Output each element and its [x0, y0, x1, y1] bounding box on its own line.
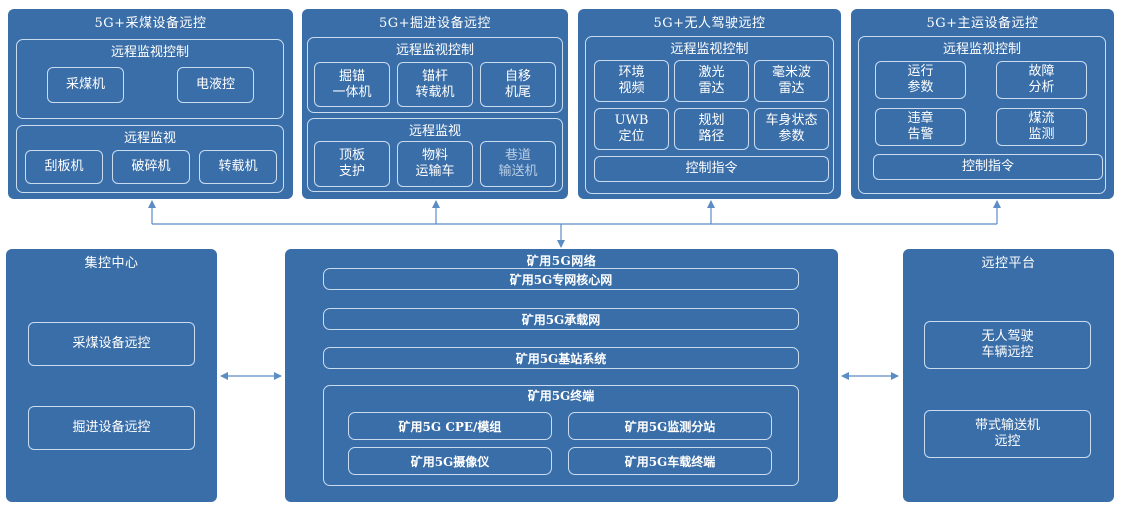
roadway-conveyor-box: 巷道 输送机: [480, 141, 556, 187]
panel-title: 集控中心: [84, 256, 139, 271]
panel-title: 5G+主运设备远控: [926, 16, 1039, 31]
remote-monitor-control-section: 远程监视控制 环境 视频 激光 雷达 毫米波 雷达 UWB 定位 规划 路径 车…: [585, 36, 834, 194]
violation-alarm-box: 违章 告警: [875, 108, 966, 146]
section-title: 远程监视: [123, 131, 176, 146]
remote-monitor-control-section: 远程监视控制 采煤机 电液控: [16, 39, 284, 119]
tunneling-remote-panel: 5G+掘进设备远控 远程监视控制 掘锚 一体机 锚杆 转载机 自移 机尾 远程监…: [302, 9, 568, 199]
remote-monitor-section: 远程监视 顶板 支护 物料 运输车 巷道 输送机: [307, 118, 563, 192]
panel-title: 5G+无人驾驶远控: [653, 16, 766, 31]
remote-monitor-control-section: 远程监视控制 掘锚 一体机 锚杆 转载机 自移 机尾: [307, 37, 563, 113]
coal-flow-monitor-box: 煤流 监测: [996, 108, 1087, 146]
section-title: 远程监视控制: [395, 43, 474, 58]
panel-title: 矿用5G网络: [526, 254, 597, 268]
main-transport-remote-panel: 5G+主运设备远控 远程监视控制 运行 参数 故障 分析 违章 告警 煤流 监测…: [851, 9, 1114, 199]
base-station-bar: 矿用5G基站系统: [323, 347, 799, 369]
env-video-box: 环境 视频: [594, 60, 669, 102]
fault-analysis-box: 故障 分析: [996, 61, 1087, 99]
roof-support-box: 顶板 支护: [314, 141, 390, 187]
panel-title: 5G+采煤设备远控: [94, 16, 207, 31]
remote-platform-panel: 远控平台 无人驾驶 车辆远控 带式输送机 远控: [903, 249, 1114, 502]
section-title: 远程监视: [408, 124, 461, 139]
control-command-bar: 控制指令: [873, 154, 1103, 180]
section-title: 远程监视控制: [670, 42, 749, 57]
coal-mining-remote-panel: 5G+采煤设备远控 远程监视控制 采煤机 电液控 远程监视 刮板机 破碎机 转载…: [8, 9, 293, 199]
bolter-miner-box: 掘锚 一体机: [314, 62, 390, 107]
panel-title: 5G+掘进设备远控: [378, 16, 492, 31]
material-transport-box: 物料 运输车: [397, 141, 473, 187]
operation-params-box: 运行 参数: [875, 61, 966, 99]
control-command-bar: 控制指令: [594, 156, 829, 182]
remote-monitor-section: 远程监视 刮板机 破碎机 转载机: [16, 125, 284, 193]
uwb-positioning-box: UWB 定位: [594, 108, 669, 150]
scraper-conveyor-box: 刮板机: [25, 150, 103, 184]
tunneling-remote-box: 掘进设备远控: [28, 406, 195, 450]
monitor-substation-box: 矿用5G监测分站: [568, 412, 772, 440]
bolt-transfer-box: 锚杆 转载机: [397, 62, 473, 107]
hydraulic-control-box: 电液控: [177, 67, 254, 103]
section-title: 矿用5G终端: [527, 389, 595, 403]
vehicle-status-box: 车身状态 参数: [754, 108, 829, 150]
crusher-box: 破碎机: [112, 150, 190, 184]
mine-5g-network-panel: 矿用5G网络 矿用5G专网核心网 矿用5G承载网 矿用5G基站系统 矿用5G终端…: [285, 249, 838, 502]
coal-mining-remote-box: 采煤设备远控: [28, 322, 195, 366]
driverless-remote-panel: 5G+无人驾驶远控 远程监视控制 环境 视频 激光 雷达 毫米波 雷达 UWB …: [578, 9, 841, 199]
path-planning-box: 规划 路径: [674, 108, 749, 150]
control-center-panel: 集控中心 采煤设备远控 掘进设备远控: [6, 249, 217, 502]
bearer-network-bar: 矿用5G承载网: [323, 308, 799, 330]
remote-monitor-control-section: 远程监视控制 运行 参数 故障 分析 违章 告警 煤流 监测 控制指令: [858, 36, 1106, 194]
mmwave-radar-box: 毫米波 雷达: [754, 60, 829, 102]
lidar-box: 激光 雷达: [674, 60, 749, 102]
self-moving-tail-box: 自移 机尾: [480, 62, 556, 107]
panel-title: 远控平台: [981, 256, 1036, 271]
transfer-machine-box: 转载机: [199, 150, 277, 184]
driverless-vehicle-remote-box: 无人驾驶 车辆远控: [924, 321, 1091, 369]
section-title: 远程监视控制: [110, 45, 189, 60]
cpe-module-box: 矿用5G CPE/模组: [348, 412, 552, 440]
camera-box: 矿用5G摄像仪: [348, 447, 552, 475]
section-title: 远程监视控制: [942, 42, 1021, 57]
core-network-bar: 矿用5G专网核心网: [323, 268, 799, 290]
shearer-box: 采煤机: [47, 67, 124, 103]
terminal-section: 矿用5G终端 矿用5G CPE/模组 矿用5G监测分站 矿用5G摄像仪 矿用5G…: [323, 385, 799, 486]
vehicle-terminal-box: 矿用5G车载终端: [568, 447, 772, 475]
belt-conveyor-remote-box: 带式输送机 远控: [924, 410, 1091, 458]
